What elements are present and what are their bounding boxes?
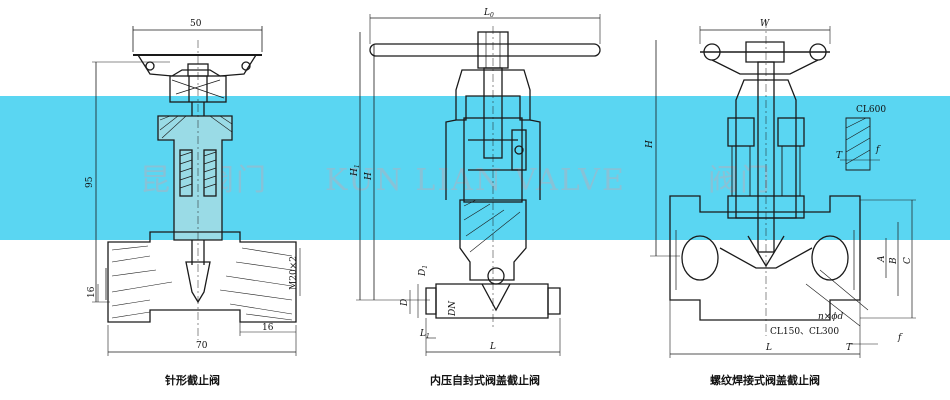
dim-bottom-70: 70 — [196, 341, 208, 351]
dim-t-detail: T — [836, 151, 843, 161]
watermark-tail: 阀门 — [708, 163, 772, 198]
dim-f: f — [897, 333, 903, 343]
dim-f-detail: f — [875, 145, 881, 155]
cl600-label: CL600 — [856, 105, 886, 115]
bolt-hole-label: n×ϕd — [818, 312, 843, 322]
dim-b: B — [889, 257, 899, 265]
watermark-en: KUN LIAN VALVE — [325, 163, 626, 198]
caption-pressure-seal-valve: 内压自封式阀盖截止阀 — [430, 374, 540, 387]
dim-w: W — [760, 19, 770, 29]
dim-16-right: 16 — [262, 323, 274, 333]
dim-16-left: 16 — [87, 286, 97, 298]
dim-h1: H1 — [350, 164, 361, 177]
dim-h: H — [364, 172, 374, 181]
dim-t: T — [846, 343, 853, 353]
dim-dn: DN — [448, 300, 458, 317]
needle-valve-drawing — [92, 26, 301, 356]
dim-d: D — [400, 299, 410, 307]
threaded-bonnet-valve-drawing — [650, 20, 916, 358]
dim-top-50: 50 — [190, 19, 202, 29]
dim-height-95: 95 — [85, 176, 95, 188]
dim-l1: L1 — [419, 329, 430, 340]
dim-c: C — [903, 257, 913, 264]
pressure-seal-valve-drawing — [356, 14, 601, 356]
dim-l0: L0 — [483, 8, 494, 19]
dim-d1: D1 — [418, 265, 429, 277]
dim-h-right: H — [645, 140, 655, 149]
class-label: CL150、CL300 — [770, 327, 839, 337]
caption-threaded-bonnet-valve: 螺纹焊接式阀盖截止阀 — [710, 374, 820, 387]
dim-l-right: L — [765, 343, 772, 353]
dim-l: L — [489, 342, 496, 352]
thread-label: M20×2 — [289, 256, 299, 290]
dim-a: A — [877, 255, 887, 263]
caption-needle-valve: 针形截止阀 — [165, 374, 220, 387]
